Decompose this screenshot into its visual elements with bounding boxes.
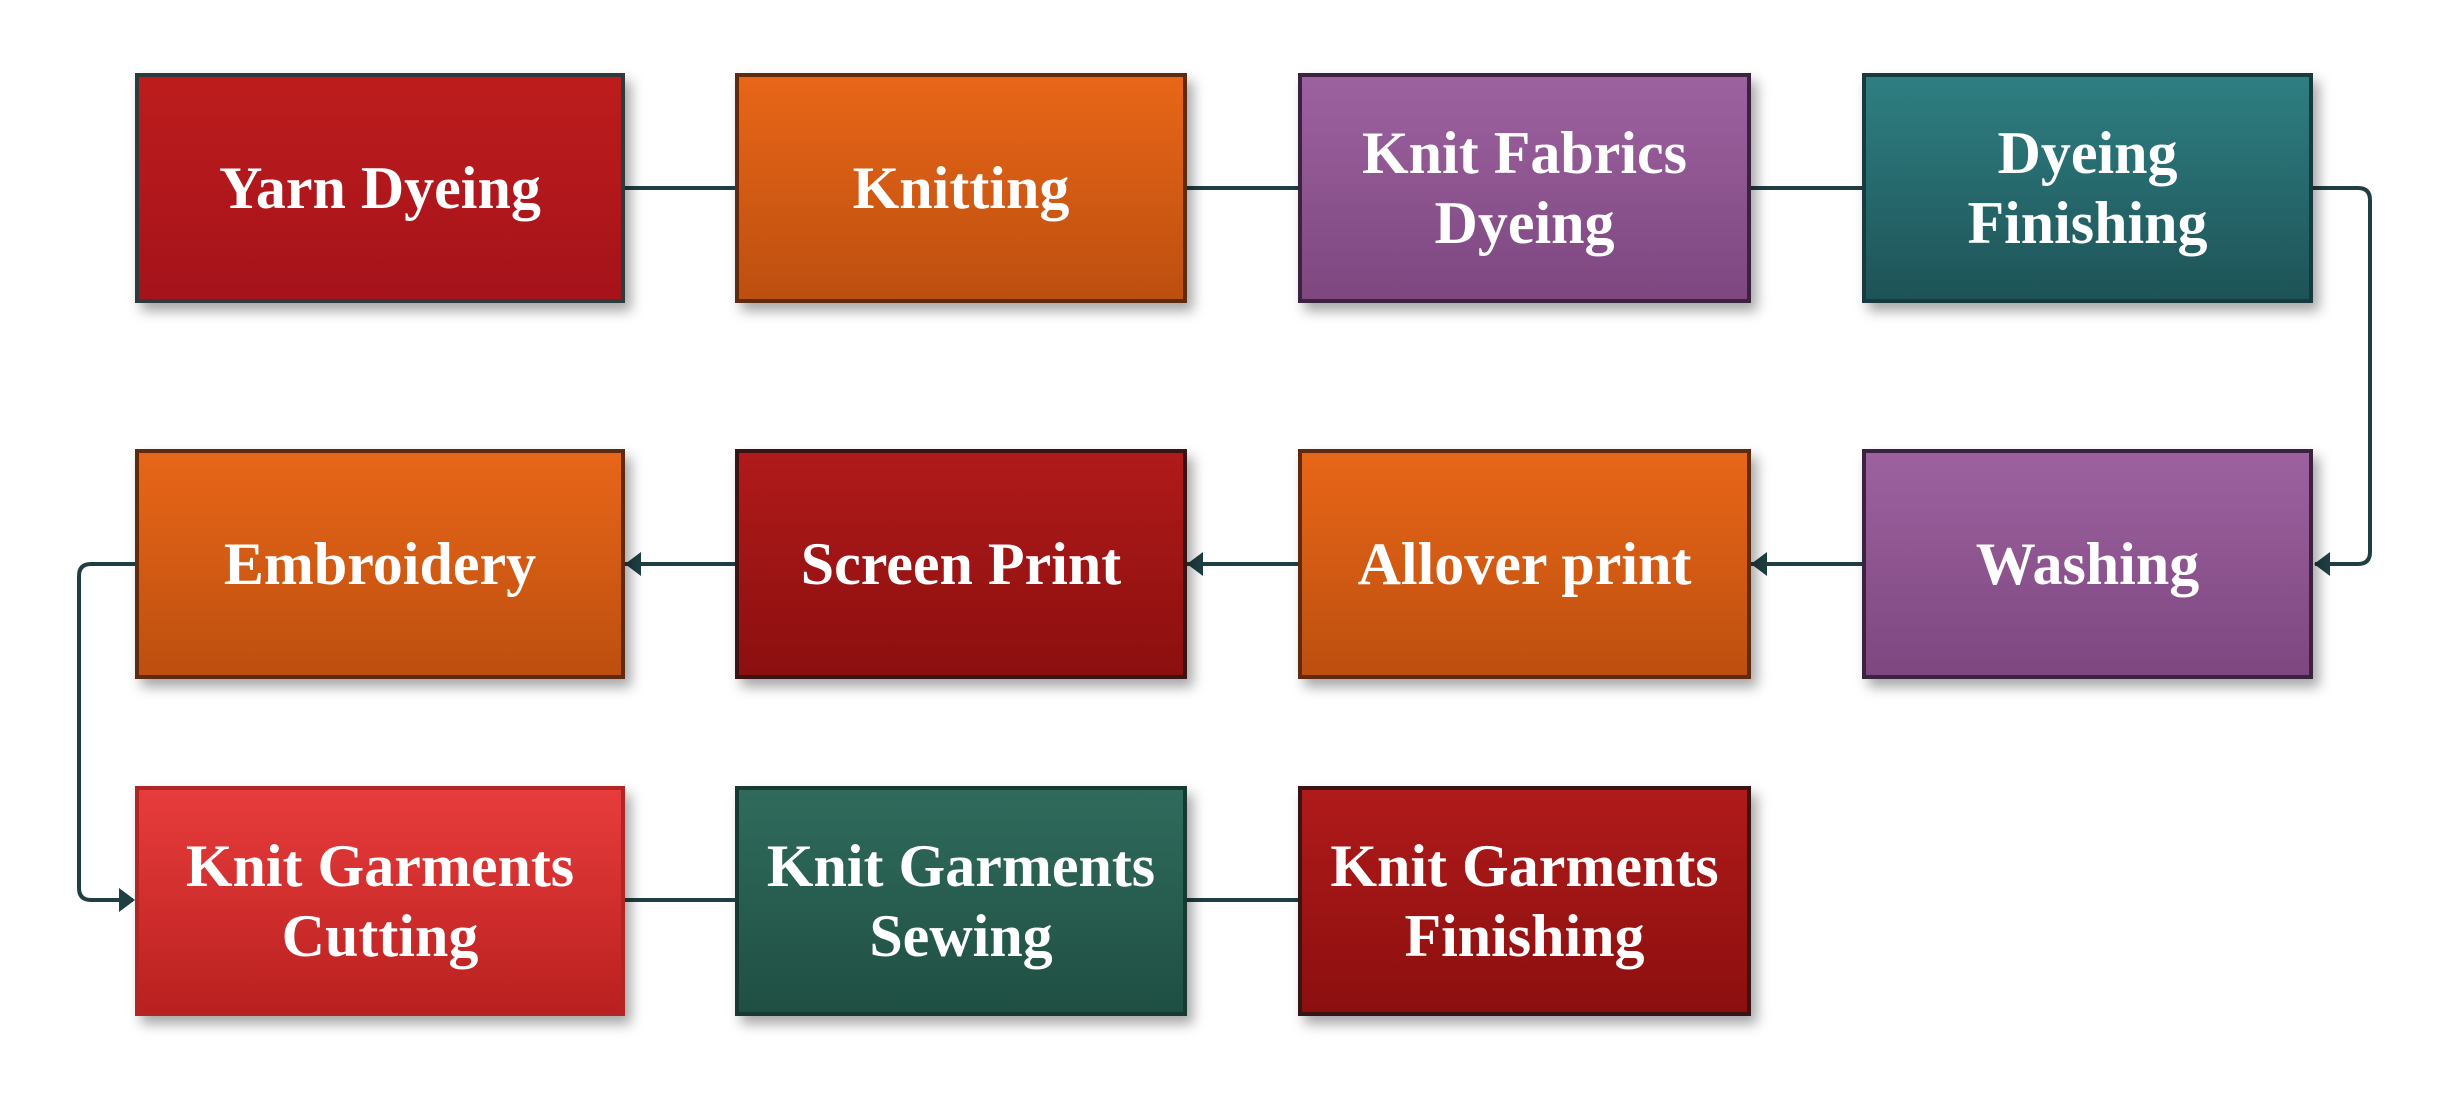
node-label: Yarn Dyeing [219, 155, 541, 221]
node-allover-print: Allover print [1298, 449, 1751, 679]
arrowhead-screen-print [1187, 552, 1203, 576]
node-label: Knit Garments Finishing [1330, 833, 1719, 969]
node-washing: Washing [1862, 449, 2313, 679]
node-label: Knit Garments Sewing [766, 833, 1156, 969]
edge-embroidery-to-knit-garments-cutting [77, 562, 135, 902]
arrowhead-embroidery [625, 552, 641, 576]
node-label: Knitting [852, 155, 1070, 221]
edge-dyeing-finishing-to-washing [2313, 186, 2372, 566]
arrowhead-knit-garments-cutting [119, 888, 135, 912]
node-label: Dyeing Finishing [1967, 120, 2208, 256]
node-label: Embroidery [223, 531, 537, 597]
arrowhead-allover-print [1751, 552, 1767, 576]
node-knit-fabrics-dyeing: Knit Fabrics Dyeing [1298, 73, 1751, 303]
node-label: Washing [1975, 531, 2200, 597]
node-embroidery: Embroidery [135, 449, 625, 679]
node-knit-garments-cutting: Knit Garments Cutting [135, 786, 625, 1016]
node-label: Screen Print [800, 531, 1122, 597]
node-label: Knit Fabrics Dyeing [1362, 120, 1687, 256]
node-label: Allover print [1357, 531, 1692, 597]
node-dyeing-finishing: Dyeing Finishing [1862, 73, 2313, 303]
node-label: Knit Garments Cutting [185, 833, 575, 969]
node-screen-print: Screen Print [735, 449, 1187, 679]
node-knit-garments-finishing: Knit Garments Finishing [1298, 786, 1751, 1016]
arrowhead-washing [2314, 552, 2330, 576]
node-knitting: Knitting [735, 73, 1187, 303]
node-knit-garments-sewing: Knit Garments Sewing [735, 786, 1187, 1016]
node-yarn-dyeing: Yarn Dyeing [135, 73, 625, 303]
